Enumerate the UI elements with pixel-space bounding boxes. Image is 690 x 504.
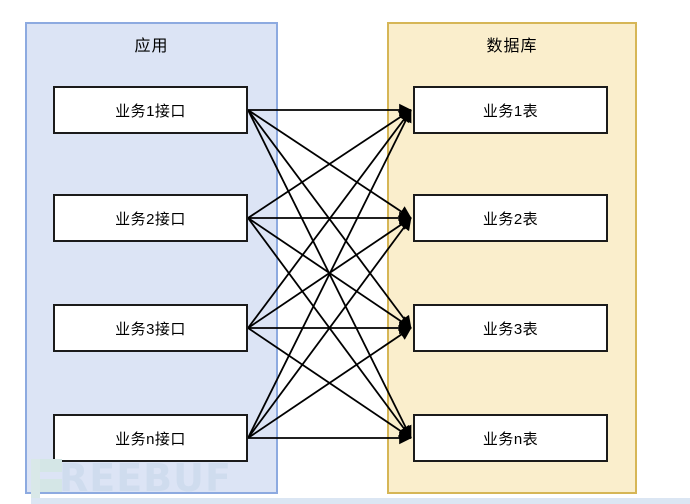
node-app-service-n[interactable]: 业务n接口 (53, 414, 248, 462)
node-app-service-1[interactable]: 业务1接口 (53, 86, 248, 134)
watermark-text: REEBUF (59, 456, 232, 500)
group-panel-application-title: 应用 (134, 38, 169, 55)
watermark-bracket-icon (31, 459, 40, 499)
watermark-bracket-bottom-icon (40, 479, 62, 492)
node-app-service-3[interactable]: 业务3接口 (53, 304, 248, 352)
watermark-bracket-top-icon (40, 459, 62, 472)
watermark-underline (31, 498, 690, 504)
node-db-table-n[interactable]: 业务n表 (413, 414, 608, 462)
node-db-table-2[interactable]: 业务2表 (413, 194, 608, 242)
node-app-service-2[interactable]: 业务2接口 (53, 194, 248, 242)
freebuf-watermark: REEBUF (31, 455, 690, 504)
node-db-table-3[interactable]: 业务3表 (413, 304, 608, 352)
group-panel-database-title: 数据库 (486, 38, 538, 55)
node-db-table-1[interactable]: 业务1表 (413, 86, 608, 134)
